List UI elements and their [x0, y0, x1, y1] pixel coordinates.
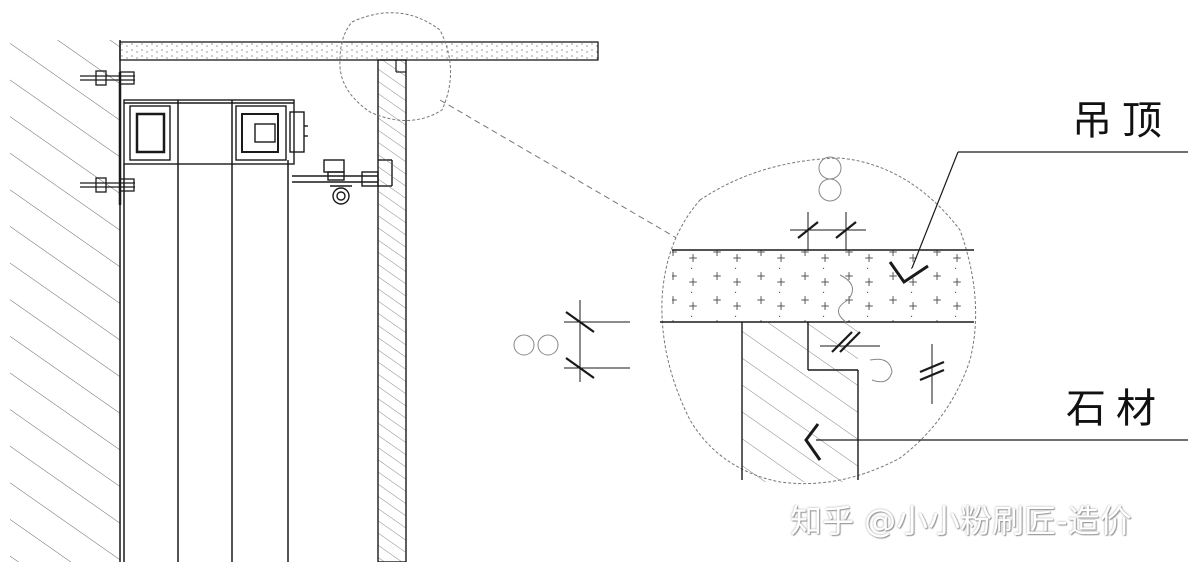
label-ceiling: 吊顶 [1072, 98, 1172, 144]
vertical-studs [123, 100, 289, 562]
label-leaders [804, 151, 1188, 461]
steel-frame [123, 99, 308, 165]
concrete-wall [10, 40, 121, 562]
dimension-marks [564, 212, 945, 404]
label-stone: 石材 [1066, 386, 1166, 432]
dimension-bubbles [513, 156, 893, 383]
ceiling-board [119, 41, 599, 61]
callout-leader [439, 99, 681, 241]
stone-bracket [292, 159, 393, 205]
detail-callout-small [339, 12, 451, 121]
watermark-text: 知乎 @小小粉刷匠-造价 [790, 502, 1132, 540]
wall-anchor-bolts [80, 70, 135, 205]
stone-panel [377, 59, 407, 562]
detail-callout-large [660, 157, 977, 485]
